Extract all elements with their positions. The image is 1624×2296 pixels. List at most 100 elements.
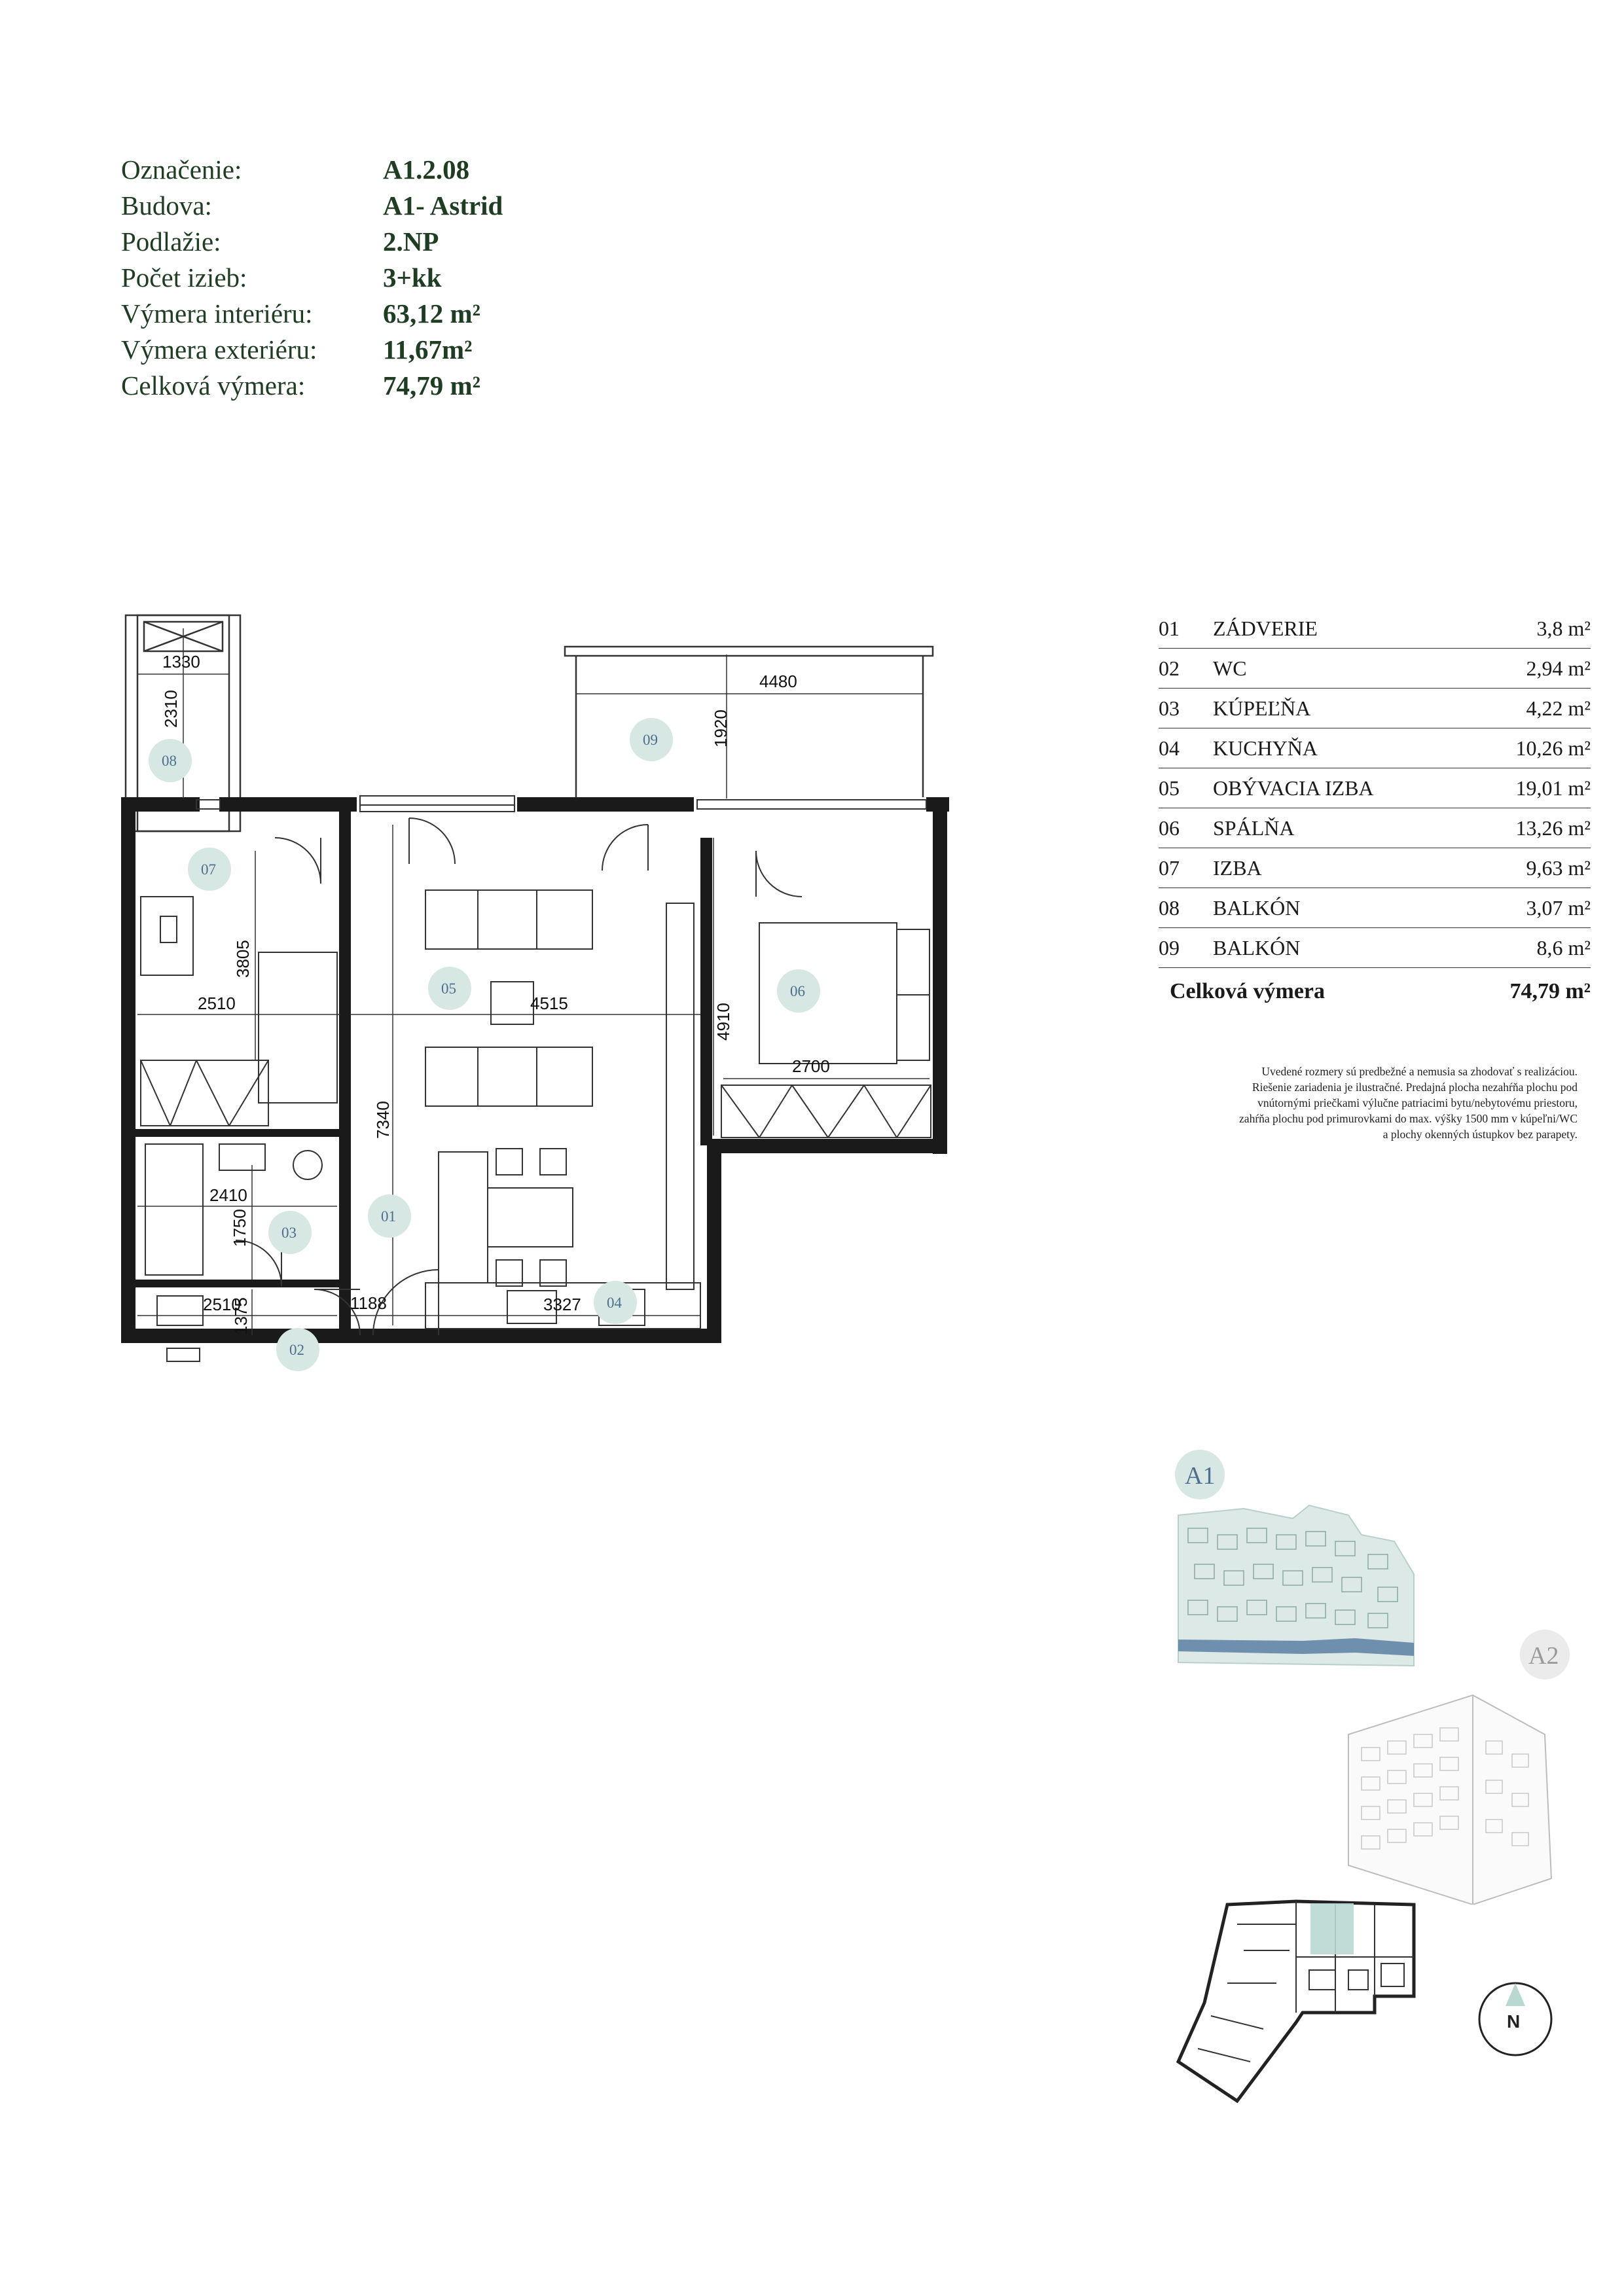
info-label: Počet izieb: (121, 262, 247, 293)
north-arrow-icon (1506, 1983, 1525, 2006)
room-area: 10,26 m² (1515, 736, 1591, 760)
svg-text:01: 01 (381, 1208, 396, 1225)
table-total-row: Celková výmera 74,79 m² (1159, 968, 1591, 1015)
info-value: A1- Astrid (383, 190, 503, 221)
room-name: OBÝVACIA IZBA (1213, 776, 1374, 800)
dim-label: 7340 (373, 1101, 393, 1139)
dim-label: 1330 (162, 652, 200, 672)
site-plan-interior (1197, 1901, 1414, 2062)
info-label: Výmera interiéru: (121, 298, 313, 329)
info-value: 63,12 m² (383, 298, 480, 329)
building-a1-facade (1187, 1528, 1398, 1628)
room-name: BALKÓN (1213, 936, 1301, 960)
room-area: 2,94 m² (1526, 656, 1591, 680)
table-row: 06 SPÁLŇA 13,26 m² (1159, 808, 1591, 848)
apartment-highlight (1310, 1903, 1354, 1954)
building-a2-facade (1361, 1727, 1529, 1850)
room-number: 01 (1159, 617, 1180, 640)
room-number: 05 (1159, 776, 1180, 800)
room-name: IZBA (1213, 856, 1262, 880)
dim-label: 2510 (203, 1295, 241, 1314)
room-number: 07 (1159, 856, 1180, 880)
furniture (140, 889, 931, 1362)
info-label: Celková výmera: (121, 370, 306, 401)
room-badge-04: 04 (594, 1281, 637, 1324)
svg-text:03: 03 (281, 1225, 297, 1241)
building-a1-label: A1 (1185, 1462, 1215, 1490)
info-value: A1.2.08 (383, 154, 470, 185)
note-line: Uvedené rozmery sú predbežné a nemusia s… (1261, 1065, 1578, 1078)
room-number: 08 (1159, 896, 1180, 920)
room-area: 19,01 m² (1515, 776, 1591, 800)
room-number: 04 (1159, 736, 1180, 760)
room-name: KUCHYŇA (1213, 736, 1318, 760)
room-name: SPÁLŇA (1213, 816, 1295, 840)
room-badge-07: 07 (188, 848, 231, 891)
room-area: 8,6 m² (1536, 936, 1591, 960)
note-line: zahŕňa plochu pod primurovkami do max. v… (1239, 1112, 1578, 1125)
room-number: 09 (1159, 936, 1180, 960)
room-name: WC (1213, 656, 1247, 680)
room-badge-02: 02 (276, 1328, 319, 1371)
note-line: vnútornými priečkami výlučne patriacimi … (1257, 1096, 1578, 1109)
dim-label: 2410 (209, 1185, 247, 1205)
balcony-09 (564, 645, 934, 797)
room-name: ZÁDVERIE (1213, 617, 1318, 640)
room-area: 3,8 m² (1536, 617, 1591, 640)
info-label: Výmera exteriéru: (121, 334, 317, 365)
windows (196, 795, 927, 812)
table-row: 05 OBÝVACIA IZBA 19,01 m² (1159, 768, 1591, 808)
room-area: 9,63 m² (1526, 856, 1591, 880)
note-line: Riešenie zariadenia je ilustračné. Preda… (1252, 1081, 1578, 1094)
site-plan (1176, 1899, 1416, 2104)
total-label: Celková výmera (1170, 979, 1326, 1003)
note-line: a plochy okenných ústupkov bez parapety. (1382, 1128, 1578, 1141)
dim-label: 1750 (230, 1209, 249, 1247)
dim-label: 1188 (350, 1293, 387, 1313)
dim-label: 4480 (759, 672, 797, 691)
room-number: 02 (1159, 656, 1180, 680)
svg-text:05: 05 (441, 980, 456, 997)
room-number: 03 (1159, 696, 1180, 720)
info-label: Označenie: (121, 154, 242, 185)
dim-label: 3327 (543, 1295, 581, 1314)
room-badge-03: 03 (268, 1211, 312, 1254)
room-badge-05: 05 (428, 967, 471, 1010)
dim-label: 3805 (233, 940, 253, 978)
room-badge-09: 09 (630, 718, 673, 761)
table-row: 02 WC 2,94 m² (1159, 649, 1591, 689)
disclaimer-note: Uvedené rozmery sú predbežné a nemusia s… (1159, 1064, 1578, 1142)
svg-text:02: 02 (289, 1342, 304, 1358)
svg-text:04: 04 (607, 1295, 623, 1311)
table-row: 09 BALKÓN 8,6 m² (1159, 928, 1591, 968)
room-area: 13,26 m² (1515, 816, 1591, 840)
floor-plan: 1330 2310 4480 1920 3805 2510 4515 4910 … (121, 614, 949, 1371)
building-a2-label: A2 (1528, 1642, 1559, 1670)
svg-text:07: 07 (201, 861, 216, 878)
dim-label: 2310 (161, 690, 181, 728)
room-number: 06 (1159, 816, 1180, 840)
info-label: Budova: (121, 190, 212, 221)
info-label: Podlažie: (121, 226, 221, 257)
dim-label: 4515 (530, 994, 568, 1013)
north-compass: N (1478, 1982, 1553, 2056)
room-area: 4,22 m² (1526, 696, 1591, 720)
table-row: 01 ZÁDVERIE 3,8 m² (1159, 609, 1591, 649)
info-value: 2.NP (383, 226, 439, 257)
table-row: 07 IZBA 9,63 m² (1159, 848, 1591, 888)
room-badge-08: 08 (149, 739, 192, 782)
building-a1-illustration: A1 (1175, 1450, 1415, 1667)
dim-label: 1375 (231, 1297, 251, 1335)
building-a2-illustration: A2 (1348, 1630, 1570, 1905)
dim-label: 1920 (711, 709, 731, 747)
total-value: 74,79 m² (1509, 979, 1591, 1003)
highlighted-floor (1178, 1638, 1414, 1656)
dim-label: 4910 (713, 1003, 733, 1041)
info-value: 3+kk (383, 262, 442, 293)
svg-text:09: 09 (643, 732, 658, 748)
room-area: 3,07 m² (1526, 896, 1591, 920)
room-badge-06: 06 (777, 969, 820, 1013)
dim-label: 2700 (792, 1056, 830, 1076)
